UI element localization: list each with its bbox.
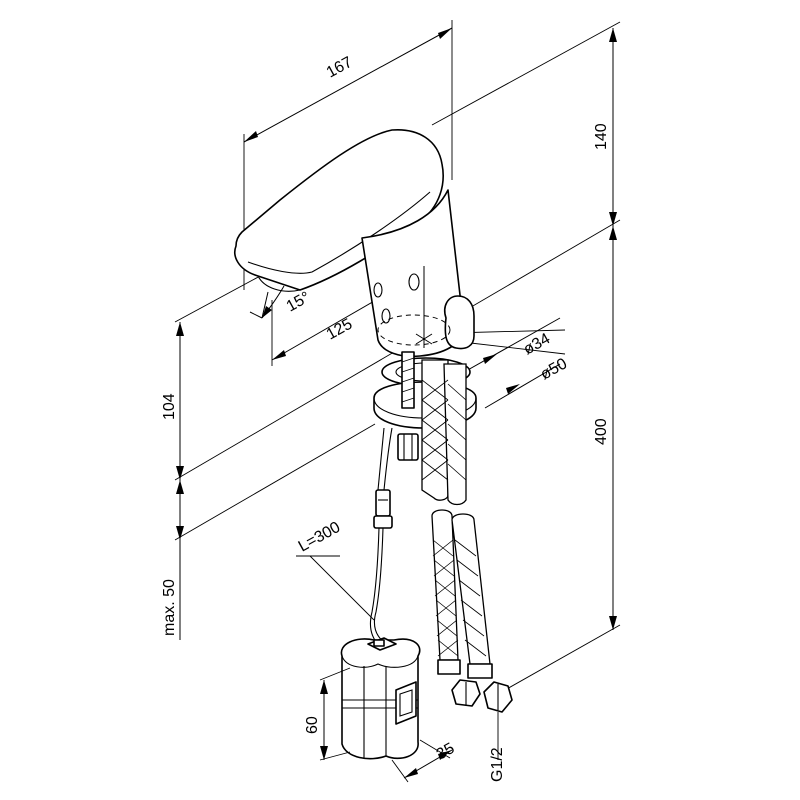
battery-height-label: 60	[304, 716, 321, 734]
thread-label: G1/2	[489, 747, 506, 782]
dimension-125-label: 125	[324, 316, 356, 344]
dimension-167-label: 167	[324, 54, 356, 82]
dimension-140-label: 140	[593, 123, 610, 150]
sensor-cable: L=300	[296, 427, 393, 649]
dimension-max-50: max. 50	[161, 423, 376, 640]
dimension-34-label: ø34	[521, 330, 553, 358]
battery-width-label: 35	[434, 740, 458, 764]
dimension-400-label: 400	[593, 418, 610, 445]
battery-pack: 60 35	[304, 637, 458, 783]
hose-braid-lower	[432, 539, 487, 657]
dimension-15-label: 15°	[284, 289, 313, 316]
dimension-104-label: 104	[161, 393, 178, 420]
cable-length-label: L=300	[296, 519, 344, 556]
dimension-max-50-label: max. 50	[161, 579, 178, 636]
dimension-140: 140	[431, 21, 621, 226]
hose-braid-upper	[421, 379, 467, 481]
dimension-400: 400	[174, 219, 621, 691]
dimension-104: 104	[161, 274, 263, 480]
faucet-body	[234, 129, 475, 358]
dimension-50-label: ø50	[538, 355, 570, 383]
braided-hoses: G1/2	[421, 359, 513, 782]
